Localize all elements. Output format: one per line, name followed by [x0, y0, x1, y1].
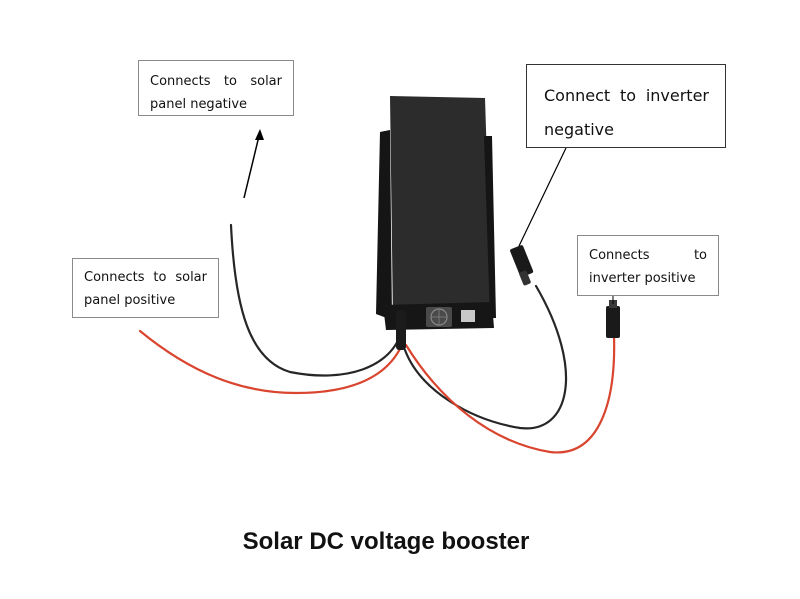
callout-text: Connects: [150, 74, 211, 89]
callout-text: inverter: [645, 86, 709, 105]
arrowhead-up: [255, 129, 264, 140]
callout-text: solar: [175, 270, 207, 285]
wire-solar-positive: [138, 329, 406, 395]
callout-text: Connect: [544, 86, 611, 105]
callout-text: Connects: [589, 248, 650, 263]
wires: [138, 223, 616, 454]
callout-text: to: [223, 74, 237, 89]
wire-solar-negative: [229, 223, 404, 377]
callout-solar-panel-positive: Connects to solar panel positive: [72, 258, 219, 318]
wire-inverter-negative: [403, 284, 568, 430]
callout-text: to: [153, 270, 167, 285]
figure-caption: Solar DC voltage booster: [242, 528, 530, 555]
callout-text: negative: [544, 120, 614, 139]
callout-text: to: [693, 248, 707, 263]
device-right-flange: [484, 136, 496, 318]
inverter-positive-connector: [606, 300, 620, 338]
device-left-flange: [376, 130, 392, 320]
callout-text: inverter positive: [589, 271, 696, 286]
device-top-face: [390, 96, 492, 322]
callout-text: to: [619, 86, 637, 105]
fan-grille: [426, 307, 452, 327]
wire-inverter-positive: [404, 334, 616, 454]
device-label-plate: [461, 310, 475, 322]
callout-inverter-positive: Connects to inverter positive: [577, 235, 719, 296]
cable-bundle: [396, 310, 406, 350]
callout-solar-panel-negative: Connects to solar panel negative: [138, 60, 294, 116]
callout-text: solar: [250, 74, 282, 89]
callout-text: Connects: [84, 270, 145, 285]
inverter-negative-connector: [510, 245, 534, 286]
callout-text: panel negative: [150, 97, 248, 112]
callout-inverter-negative: Connect to inverter negative: [526, 64, 726, 148]
callout-text: panel positive: [84, 293, 176, 308]
leader-lines: [243, 129, 614, 304]
